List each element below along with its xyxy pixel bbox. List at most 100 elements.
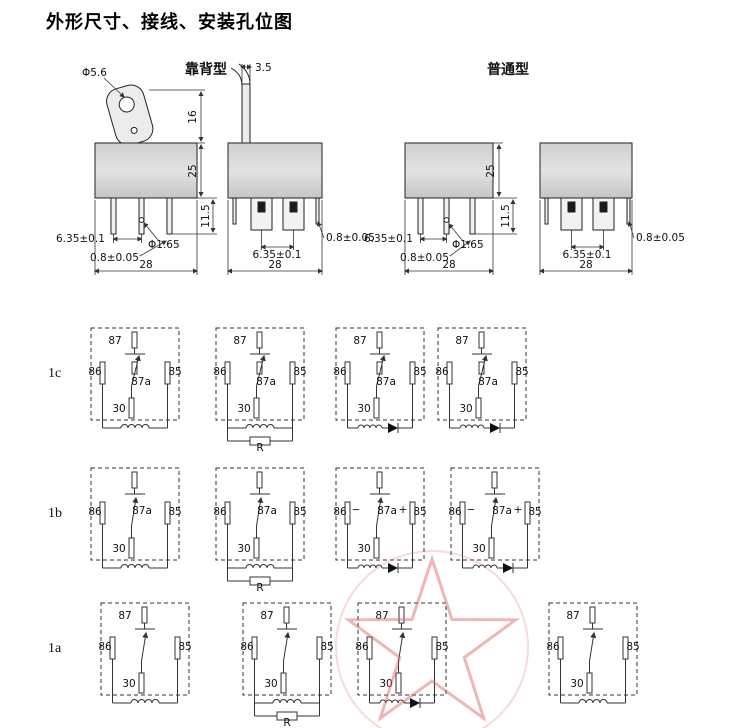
coil-symbol — [357, 564, 383, 569]
coil-symbol — [578, 699, 608, 704]
terminal-87a-label: 87a — [492, 505, 512, 517]
top-pin — [376, 471, 383, 489]
dimension-lines — [538, 200, 635, 275]
dimension-lines — [226, 64, 325, 275]
resistor-label: R — [256, 582, 263, 594]
schematic-border — [335, 467, 425, 561]
terminal-85-label: 85 — [626, 641, 639, 653]
top-pin — [398, 606, 405, 624]
coil-symbol — [245, 424, 275, 429]
diode-symbol — [388, 423, 398, 433]
terminal-85-label: 85 — [413, 506, 426, 518]
bottom-pin-30 — [253, 397, 260, 419]
dim-28-label: 28 — [139, 259, 152, 271]
movable-contact-arm — [131, 496, 139, 527]
dim-08-label: 0.8±0.05 — [400, 252, 449, 264]
movable-contact-arm — [589, 631, 597, 662]
terminal-87-label: 87 — [108, 335, 121, 347]
relay-body — [227, 142, 323, 199]
schematic-lines — [335, 467, 425, 573]
terminal-30-label: 30 — [357, 543, 370, 555]
movable-contact-arm — [376, 354, 386, 387]
row-label-1a: 1a — [48, 641, 62, 656]
coil-symbol — [130, 699, 160, 704]
dimension-lines — [93, 77, 217, 275]
coil-symbol — [379, 699, 405, 704]
terminal-86-label: 86 — [333, 506, 347, 518]
terminal-30-label: 30 — [472, 543, 485, 555]
pins — [544, 197, 631, 231]
pin-slot — [599, 201, 608, 213]
terminal-87-label: 87 — [233, 335, 246, 347]
terminal-30-label: 30 — [122, 678, 135, 690]
mounting-tab — [106, 84, 154, 146]
dim-635-label: 6.35±0.1 — [253, 249, 302, 261]
relay-body — [404, 142, 494, 199]
dim-35-label: 3.5 — [255, 62, 272, 74]
dim-phi165-label: Φ1.65 — [148, 239, 180, 251]
schematic-lines — [215, 327, 305, 446]
terminal-86-label: 86 — [546, 641, 560, 653]
terminal-86-label: 86 — [88, 506, 102, 518]
movable-contact-arm — [131, 354, 141, 387]
coil-symbol — [357, 424, 383, 429]
dim-635-label: 6.35±0.1 — [56, 233, 105, 245]
relay-body — [94, 142, 198, 199]
terminal-87a-label: 87a — [257, 505, 277, 517]
polarity-minus-label: − — [467, 504, 476, 516]
top-pin — [131, 331, 138, 349]
terminal-87a-label: 87a — [131, 376, 151, 388]
terminal-30-label: 30 — [379, 678, 392, 690]
schematic-border — [548, 602, 638, 696]
terminal-87-label: 87 — [353, 335, 366, 347]
relay-circuit-1a-cell: 87 86 85 30 — [546, 602, 640, 704]
terminal-87-label: 87 — [260, 610, 273, 622]
schematic-border — [215, 327, 305, 421]
top-pin — [283, 606, 290, 624]
terminal-85-label: 85 — [168, 366, 181, 378]
terminal-85-label: 85 — [293, 506, 306, 518]
terminal-86-label: 86 — [333, 366, 347, 378]
schematic-border — [335, 327, 425, 421]
terminal-85-label: 85 — [320, 641, 333, 653]
bottom-pin-30 — [373, 537, 380, 559]
movable-contact-arm — [398, 631, 406, 662]
terminal-86-label: 86 — [213, 366, 227, 378]
top-pin — [491, 471, 498, 489]
terminal-87a-label: 87a — [478, 376, 498, 388]
movable-contact-arm — [256, 496, 264, 527]
terminal-87-label: 87 — [455, 335, 468, 347]
bottom-pin-30 — [373, 397, 380, 419]
dim-28-label: 28 — [268, 259, 281, 271]
terminal-87a-label: 87a — [256, 376, 276, 388]
terminal-86-label: 86 — [88, 366, 102, 378]
back-type-front-view: Φ5.6 16 25 11.5 6.35±0.1 Φ1.65 0.8±0.05 … — [56, 67, 217, 275]
row-label-1c: 1c — [48, 366, 62, 381]
terminal-30-label: 30 — [570, 678, 583, 690]
dim-115-label: 11.5 — [200, 204, 212, 227]
normal-type-side-view: 0.8±0.05 6.35±0.1 28 — [538, 142, 685, 275]
pin-hole — [138, 217, 145, 223]
dim-08-label: 0.8±0.05 — [326, 232, 375, 244]
top-pin — [141, 606, 148, 624]
terminal-87-label: 87 — [566, 610, 579, 622]
schematic-lines — [357, 602, 447, 708]
schematic-lines — [335, 327, 425, 433]
dim-115-label: 11.5 — [500, 204, 512, 227]
dim-phi165-label: Φ1.65 — [452, 239, 484, 251]
schematic-border — [437, 327, 527, 421]
terminal-87-label: 87 — [375, 610, 388, 622]
diode-symbol — [503, 563, 513, 573]
coil-symbol — [272, 699, 302, 704]
normal-type-front-view: 25 11.5 6.35±0.1 Φ1.65 0.8±0.05 28 — [364, 142, 517, 275]
dim-28-label: 28 — [579, 259, 592, 271]
